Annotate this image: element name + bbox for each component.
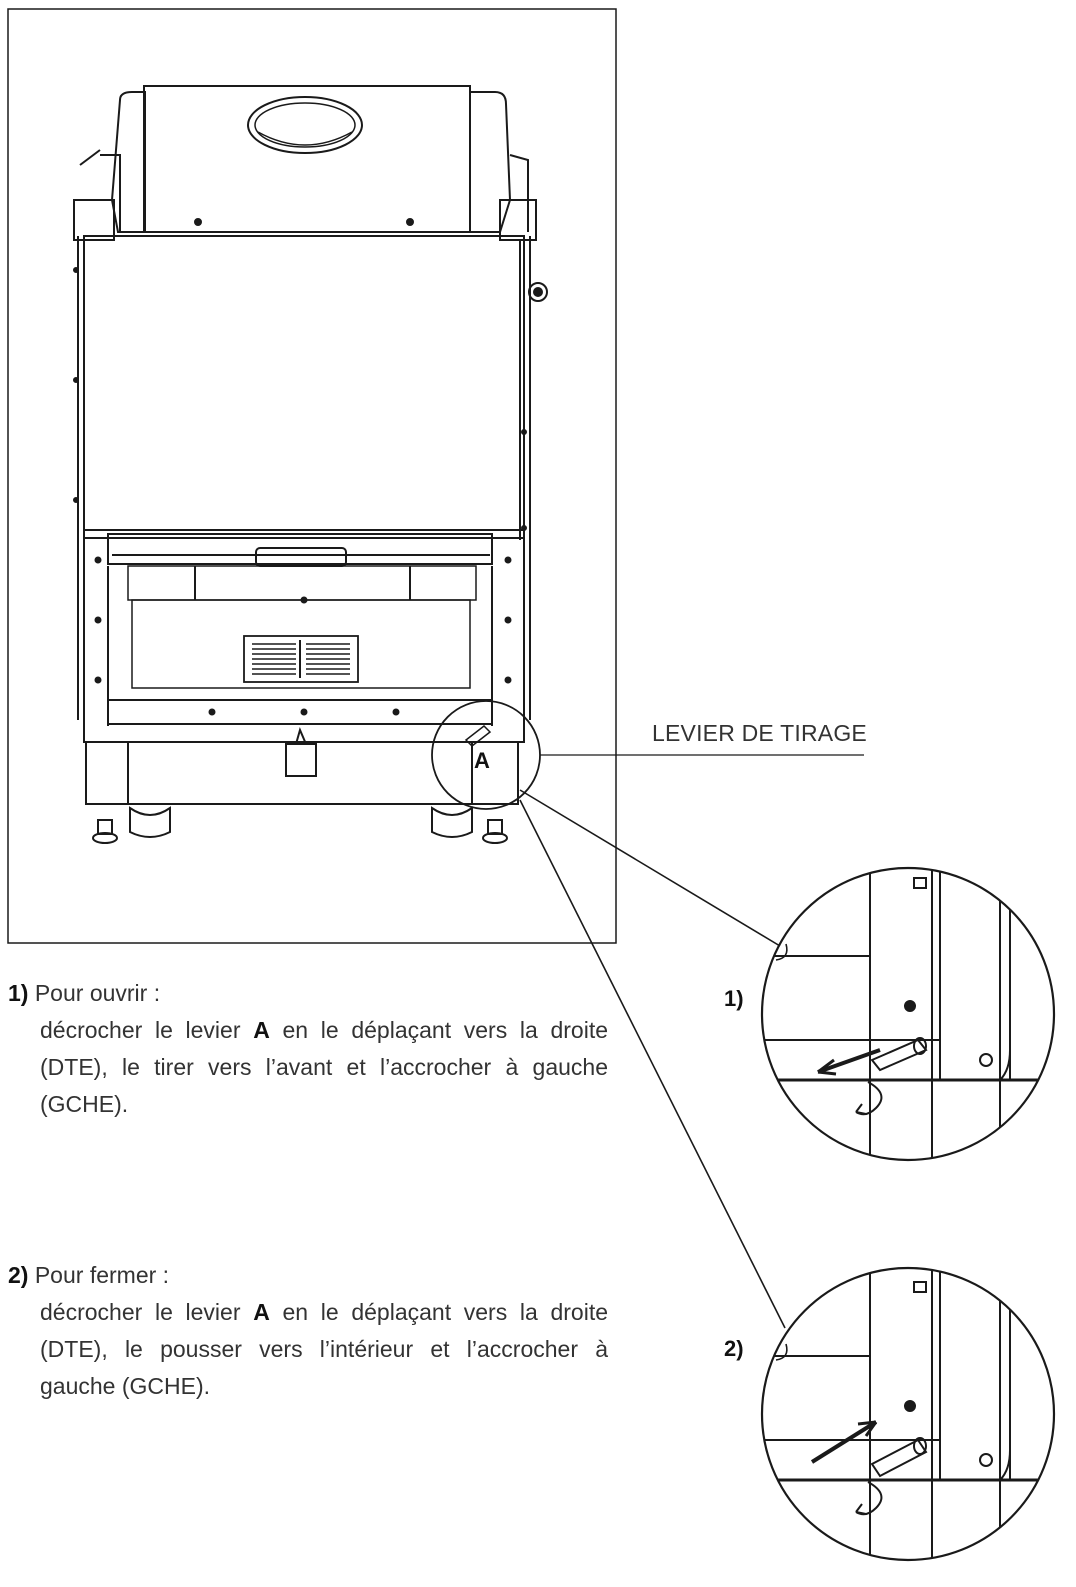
step-close-number: 2) [8, 1262, 29, 1288]
step-close-body-start: décrocher le levier [40, 1299, 254, 1325]
step-close-body: décrocher le levier A en le déplaçant ve… [8, 1294, 608, 1405]
zoom-line-1 [519, 789, 781, 947]
zoom-detail-close [760, 1266, 1056, 1562]
zoom-detail-open [760, 866, 1056, 1162]
step-close-lever-letter: A [253, 1299, 270, 1325]
step-close-body-end: en le déplaçant vers la droite (DTE), le… [40, 1299, 609, 1399]
step-open-body-start: décrocher le levier [40, 1017, 254, 1043]
step-open-text: 1) Pour ouvrir : décrocher le levier A e… [8, 975, 608, 1123]
lever-callout-label: LEVIER DE TIRAGE [652, 720, 867, 746]
step-open-lever-letter: A [253, 1017, 270, 1043]
fireplace-base [85, 727, 519, 844]
step-open-body-end: en le déplaçant vers la droite (DTE), le… [40, 1017, 609, 1117]
detail-tag-1: 1) [724, 986, 744, 1011]
step-close-text: 2) Pour fermer : décrocher le levier A e… [8, 1257, 608, 1405]
vent-grille [243, 635, 359, 683]
step-open-title: Pour ouvrir : [34, 980, 161, 1006]
fireplace-body [73, 235, 548, 720]
zoom-line-2 [519, 799, 786, 1329]
step-open-number: 1) [8, 980, 29, 1006]
step-open-body: décrocher le levier A en le déplaçant ve… [8, 1012, 608, 1123]
detail-tag-2: 2) [724, 1336, 744, 1361]
flue-collar [73, 85, 537, 241]
step-close-title: Pour fermer : [34, 1262, 170, 1288]
lever-letter-a: A [474, 748, 491, 773]
drawing-frame [7, 8, 617, 944]
